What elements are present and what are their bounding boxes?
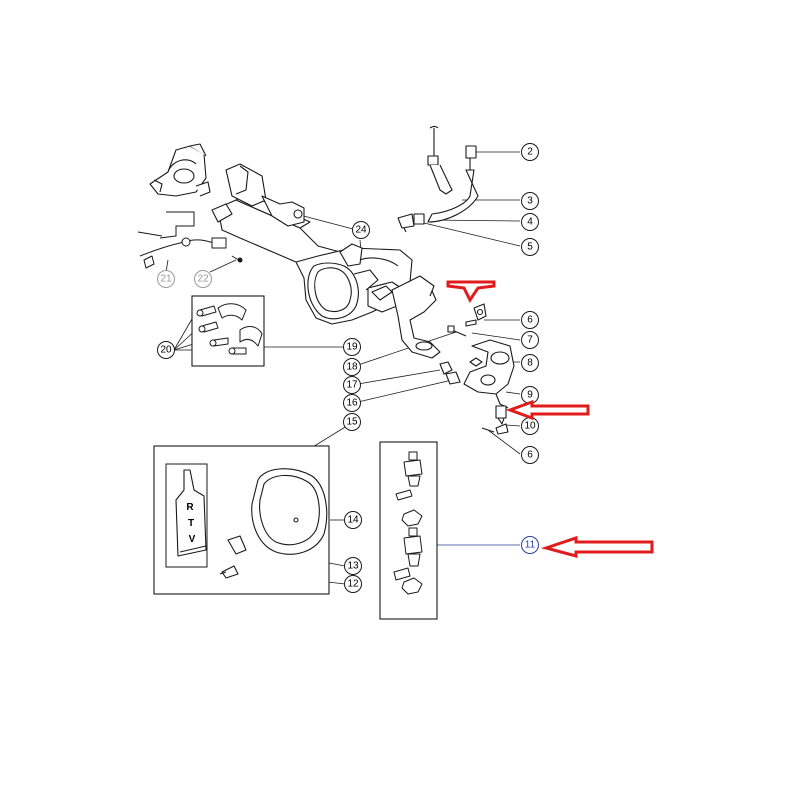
callout-10: 10 — [521, 417, 539, 435]
svg-text:8: 8 — [527, 358, 533, 369]
svg-text:15: 15 — [346, 417, 358, 428]
highlight-arrows — [446, 280, 654, 558]
svg-text:7: 7 — [527, 335, 533, 346]
arrow-left-upper-marker — [505, 399, 590, 421]
svg-text:4: 4 — [527, 217, 533, 228]
callout-8: 8 — [521, 354, 539, 372]
svg-text:20: 20 — [160, 345, 172, 356]
callout-6-upper: 6 — [521, 311, 539, 329]
callout-9: 9 — [521, 386, 539, 404]
upper-left-knuckle — [149, 143, 211, 197]
arrow-left-lower-marker — [540, 535, 654, 558]
svg-text:13: 13 — [347, 561, 359, 572]
callout-19: 19 — [343, 338, 361, 356]
callout-21: 21 — [157, 270, 175, 288]
callout-14: 14 — [344, 511, 362, 529]
svg-text:5: 5 — [527, 242, 533, 253]
callout-2: 2 — [521, 143, 539, 161]
svg-text:9: 9 — [527, 390, 533, 401]
callout-6-lower: 6 — [521, 446, 539, 464]
callout-5: 5 — [521, 238, 539, 256]
callout-18: 18 — [343, 358, 361, 376]
brake-hose-parts — [397, 125, 479, 233]
arrow-down-marker — [446, 280, 496, 303]
svg-text:14: 14 — [347, 515, 359, 526]
right-steering-knuckle — [439, 303, 515, 435]
callout-16: 16 — [343, 394, 361, 412]
callouts: 2 3 4 5 6 7 8 9 10 6 11 12 13 14 15 16 1… — [157, 143, 539, 593]
callout-11: 11 — [521, 536, 539, 554]
rtv-letter-t: T — [188, 518, 194, 529]
ball-joint-kit-box — [379, 441, 438, 620]
svg-text:3: 3 — [527, 196, 533, 207]
callout-22: 22 — [194, 270, 212, 288]
callout-24: 24 — [352, 221, 370, 239]
callout-13: 13 — [344, 557, 362, 575]
callout-4: 4 — [521, 213, 539, 231]
svg-text:19: 19 — [346, 342, 358, 353]
svg-text:17: 17 — [346, 380, 358, 391]
callout-12: 12 — [344, 575, 362, 593]
svg-text:11: 11 — [525, 540, 536, 551]
abs-sensor-bracket — [137, 211, 243, 269]
callout-20: 20 — [157, 341, 175, 359]
callout-3: 3 — [521, 192, 539, 210]
rtv-letter-r: R — [186, 502, 194, 513]
rtv-sealant-tube: R T V — [175, 469, 207, 557]
callout-7: 7 — [521, 331, 539, 349]
svg-text:6: 6 — [527, 315, 533, 326]
u-joint-kit-box — [191, 295, 265, 367]
svg-text:24: 24 — [355, 225, 367, 236]
axle-housing — [211, 163, 441, 359]
rtv-letter-v: V — [189, 534, 196, 545]
svg-text:6: 6 — [527, 450, 533, 461]
svg-text:21: 21 — [160, 274, 172, 285]
callout-17: 17 — [343, 376, 361, 394]
svg-text:16: 16 — [346, 398, 358, 409]
svg-text:2: 2 — [527, 147, 533, 158]
svg-text:12: 12 — [347, 579, 359, 590]
svg-text:10: 10 — [524, 421, 536, 432]
svg-text:18: 18 — [346, 362, 358, 373]
svg-text:22: 22 — [197, 274, 209, 285]
differential-cover — [219, 468, 328, 579]
callout-15: 15 — [343, 413, 361, 431]
